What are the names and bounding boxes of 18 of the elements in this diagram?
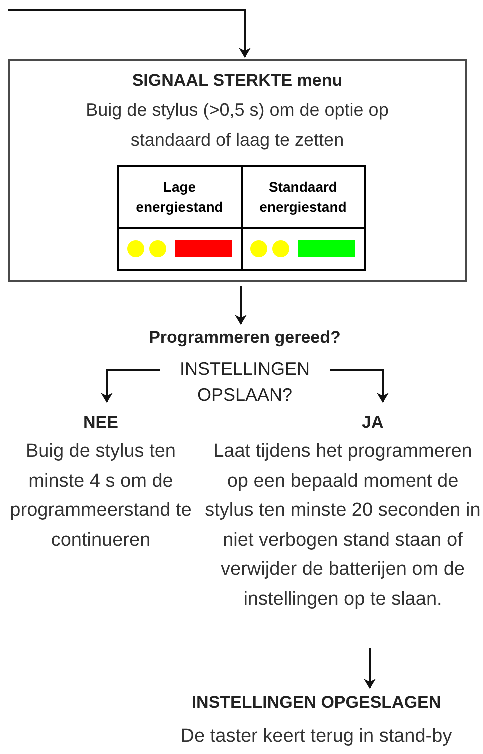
answer-heading: JA bbox=[362, 412, 384, 434]
description-text: Laat tijdens het programmeren op een bepaald moment de stylus ten minste 20 seconden in niet verbogen stand staan of verwijder de batterijen om de instellingen op te slaan. bbox=[204, 440, 482, 612]
answer-heading: INSTELLINGEN OPGESLAGEN bbox=[192, 692, 442, 714]
arrow bbox=[235, 286, 247, 325]
arrow bbox=[101, 369, 160, 403]
description-text: Buig de stylus ten minste 4 s om de programmeerstand te continueren bbox=[9, 440, 193, 552]
question-text: INSTELLINGEN OPSLAAN? bbox=[160, 356, 330, 408]
column-header: Lage energiestand bbox=[118, 166, 242, 228]
column-header: Standaard energiestand bbox=[242, 166, 365, 228]
question-text: Programmeren gereed? bbox=[110, 326, 380, 350]
arrow bbox=[8, 9, 251, 58]
menu-title: SIGNAAL STERKTE menu bbox=[132, 70, 343, 92]
description-text: De taster keert terug in stand-by bbox=[180, 725, 454, 749]
menu-box bbox=[8, 59, 467, 282]
arrow bbox=[364, 648, 376, 689]
answer-heading: NEE bbox=[84, 412, 118, 434]
arrow bbox=[330, 369, 389, 403]
instruction-text: Buig de stylus (>0,5 s) om de optie op standaard of laag te zetten bbox=[85, 99, 390, 152]
